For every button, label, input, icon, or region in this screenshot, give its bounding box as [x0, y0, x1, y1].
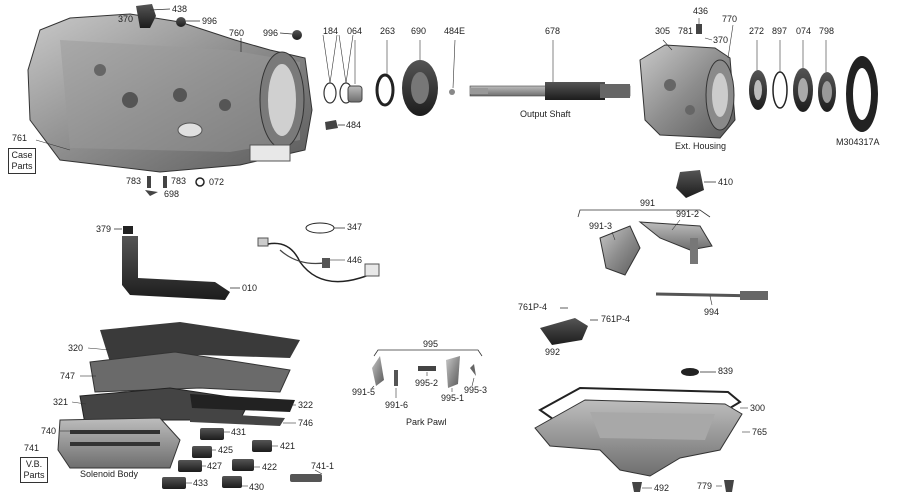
part-label-995-2: 995-2: [415, 378, 439, 388]
part-label-433: 433: [193, 478, 209, 488]
part-label-430: 430: [249, 482, 265, 492]
part-label-320: 320: [68, 343, 84, 353]
solenoid-set-illustration: [162, 428, 322, 489]
oil-pan-and-gasket-illustration: [534, 386, 743, 477]
part-label-779: 779: [697, 481, 713, 491]
part-label-995-3: 995-3: [464, 385, 488, 395]
part-label-410: 410: [718, 177, 734, 187]
part-label-995-1: 995-1: [441, 393, 465, 403]
part-label-991: 991: [640, 198, 656, 208]
part-label-995: 995: [423, 339, 439, 349]
wiring-harness-illustration: [257, 237, 380, 283]
part-label-263: 263: [380, 26, 396, 36]
part-label-347: 347: [347, 222, 363, 232]
part-label-994: 994: [704, 307, 720, 317]
part-label-991-6: 991-6: [385, 400, 409, 410]
part-label-484e: 484E: [444, 26, 466, 36]
part-label-992: 992: [545, 347, 561, 357]
part-label-431: 431: [231, 427, 247, 437]
part-label-761p-4: 761P-4: [518, 302, 548, 312]
case-parts-line2: Parts: [11, 161, 33, 171]
part-label-678: 678: [545, 26, 561, 36]
part-label-765: 765: [752, 427, 768, 437]
part-label-272: 272: [749, 26, 765, 36]
case-parts-line1: Case: [11, 150, 33, 160]
part-label-184: 184: [323, 26, 339, 36]
ext-housing-caption: Ext. Housing: [675, 141, 727, 151]
part-label-839: 839: [718, 366, 734, 376]
part-label-783-second: 783: [171, 176, 187, 186]
part-label-761: 761: [12, 133, 28, 143]
park-pawl-parts-illustration: [372, 356, 476, 388]
vb-parts-line2: Parts: [23, 470, 45, 480]
vb-parts-line1: V.B.: [25, 459, 43, 469]
case-parts-box: Case Parts: [8, 148, 36, 174]
transmission-case-illustration: [27, 13, 313, 173]
part-label-370-second: 370: [713, 35, 729, 45]
part-label-897: 897: [772, 26, 788, 36]
part-label-747: 747: [60, 371, 76, 381]
gasket-part-number-caption: M304317A: [836, 137, 880, 147]
part-label-436: 436: [693, 6, 709, 16]
part-label-991-2: 991-2: [676, 209, 700, 219]
part-label-741-1: 741-1: [311, 461, 335, 471]
part-label-064: 064: [347, 26, 363, 36]
part-label-484: 484: [346, 120, 362, 130]
part-label-421: 421: [280, 441, 296, 451]
part-label-425: 425: [218, 445, 234, 455]
part-label-300: 300: [750, 403, 766, 413]
part-label-740: 740: [41, 426, 57, 436]
part-label-446: 446: [347, 255, 363, 265]
part-label-996-second: 996: [263, 28, 279, 38]
part-label-427: 427: [207, 461, 223, 471]
part-label-698: 698: [164, 189, 180, 199]
part-label-438: 438: [172, 4, 188, 14]
part-label-305: 305: [655, 26, 671, 36]
part-label-798: 798: [819, 26, 835, 36]
manual-lever-assembly-illustration: [599, 221, 713, 276]
part-label-370: 370: [118, 14, 134, 24]
part-label-781: 781: [678, 26, 694, 36]
part-label-761p-4-second: 761P-4: [601, 314, 631, 324]
part-label-074: 074: [796, 26, 812, 36]
vb-parts-box: V.B. Parts: [20, 457, 48, 483]
part-label-379: 379: [96, 224, 112, 234]
output-shaft-illustration: [469, 82, 631, 100]
part-label-991-5: 991-5: [352, 387, 376, 397]
part-label-770: 770: [722, 14, 738, 24]
part-label-322: 322: [298, 400, 314, 410]
part-label-492: 492: [654, 483, 670, 493]
part-label-991-3: 991-3: [589, 221, 613, 231]
part-label-690: 690: [411, 26, 427, 36]
part-label-010: 010: [242, 283, 258, 293]
part-label-746: 746: [298, 418, 314, 428]
part-label-422: 422: [262, 462, 278, 472]
part-label-760: 760: [229, 28, 245, 38]
part-label-072: 072: [209, 177, 225, 187]
solenoid-body-caption: Solenoid Body: [80, 469, 139, 479]
part-label-321: 321: [53, 397, 69, 407]
part-label-741: 741: [24, 443, 40, 453]
output-shaft-caption: Output Shaft: [520, 109, 571, 119]
part-label-996: 996: [202, 16, 218, 26]
extension-housing-illustration: [639, 44, 736, 139]
park-pawl-caption: Park Pawl: [406, 417, 447, 427]
valve-body-illustration: [57, 322, 300, 469]
part-label-783: 783: [126, 176, 142, 186]
